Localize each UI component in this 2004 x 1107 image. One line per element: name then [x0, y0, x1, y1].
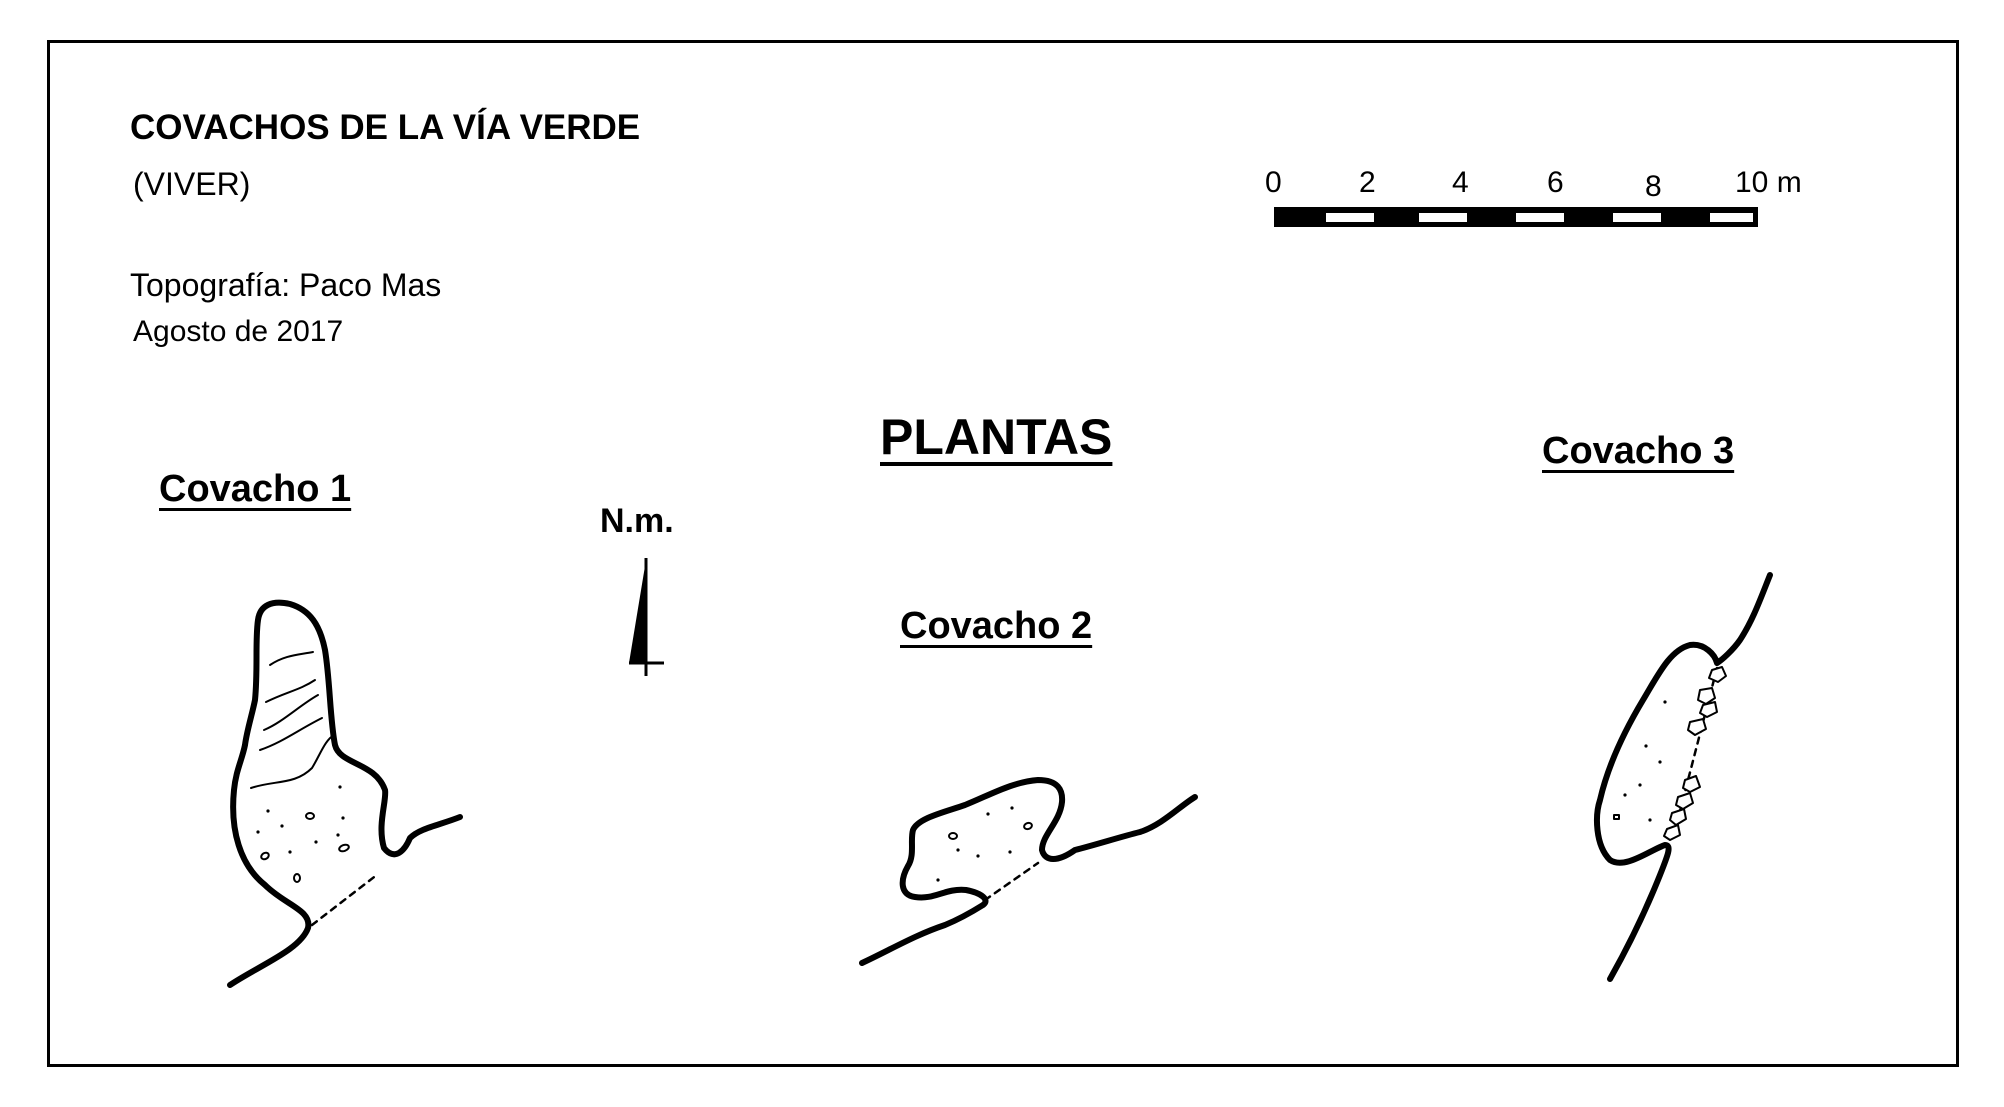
north-label: N.m.	[600, 502, 674, 540]
cave-3-plan	[1594, 572, 1773, 982]
cave-2-entrance-dripline	[983, 861, 1040, 902]
cave-1-slope-line	[263, 694, 319, 731]
scale-bar-light-segment	[1710, 213, 1753, 222]
cave-3-entrance-blocks	[1663, 666, 1727, 841]
cave-1-label: Covacho 1	[159, 468, 352, 510]
scale-tick-label: 10 m	[1735, 166, 1802, 199]
scale-tick-label: 4	[1452, 166, 1469, 199]
cave-1-slope-line	[265, 679, 316, 703]
survey-author: Topografía: Paco Mas	[130, 267, 442, 303]
cave-2-floor-pebbles	[948, 821, 1033, 840]
scale-bar-light-segment	[1516, 213, 1564, 222]
cave-1-floor-dots	[256, 785, 345, 854]
scale-tick-label: 8	[1645, 170, 1662, 203]
plan-heading: PLANTAS	[880, 409, 1113, 465]
map-title: COVACHOS DE LA VÍA VERDE	[130, 108, 641, 147]
north-arrow-icon	[629, 558, 664, 676]
cave-2-outline	[859, 777, 1198, 966]
scale-bar-light-segment	[1326, 213, 1374, 222]
cave-1-slope-line	[269, 651, 314, 666]
scale-bar-light-segment	[1613, 213, 1661, 222]
cave-1-floor-pebbles	[260, 812, 350, 883]
cave-2-floor-dots	[936, 806, 1014, 882]
cave-1-slope-line	[259, 717, 323, 751]
scale-tick-label: 0	[1265, 166, 1282, 199]
cave-3-floor-pebbles	[1613, 814, 1620, 820]
scale-bar-light-segment	[1419, 213, 1467, 222]
cave-2-label: Covacho 2	[900, 605, 1093, 647]
cave-2-plan	[859, 777, 1198, 966]
survey-date: Agosto de 2017	[133, 315, 344, 348]
cave-1-plan	[227, 599, 463, 988]
map-frame	[47, 40, 1959, 1067]
cave-3-label: Covacho 3	[1542, 430, 1735, 472]
cave-1-outline	[227, 599, 463, 988]
scale-bar	[1274, 207, 1758, 227]
map-subtitle: (VIVER)	[133, 166, 251, 202]
cave-1-slope-line	[250, 734, 335, 789]
scale-tick-label: 6	[1547, 166, 1564, 199]
scale-tick-label: 2	[1359, 166, 1376, 199]
cave-3-floor-dots	[1623, 700, 1667, 822]
cave-1-entrance-dripline	[310, 872, 380, 927]
cave-3-outline	[1594, 572, 1773, 982]
